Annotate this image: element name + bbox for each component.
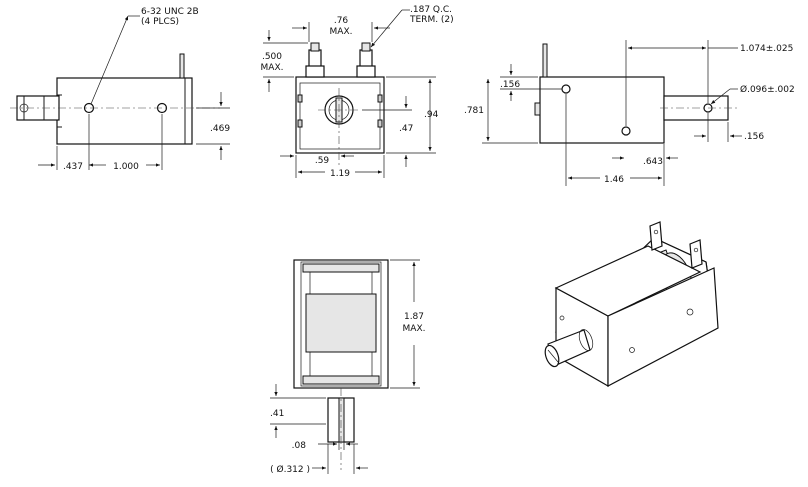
end-note-terminal-count: TERM. (2) (409, 15, 454, 25)
end-note-terminal: .187 Q.C. (410, 5, 452, 15)
side-dim-height: .781 (464, 106, 484, 116)
front-note-places: (4 PLCS) (141, 17, 179, 27)
side-frame (539, 76, 665, 144)
side-hole-bottom (621, 126, 631, 136)
end-dim-center-height: .47 (399, 124, 413, 134)
top-dim-length: 1.87 (404, 312, 424, 322)
side-dim-hole-edge: .156 (744, 132, 764, 142)
iso-terminal-right (689, 239, 703, 269)
end-dim-total-height: .94 (424, 110, 439, 120)
front-frame (56, 77, 193, 145)
top-coil (305, 293, 377, 353)
side-dim-plunger-travel: 1.074±.025 (740, 44, 793, 54)
end-dim-terminal-height-max: MAX. (261, 63, 284, 73)
front-dim-height: .469 (210, 124, 230, 134)
front-view: 6-32 UNC 2B (4 PLCS) .469 .437 1.000 (10, 7, 230, 172)
end-view: .76 MAX. .187 Q.C. TERM. (2) .500 MAX. .… (261, 5, 454, 179)
end-dim-terminal-height: .500 (262, 52, 282, 62)
end-dim-center-x: .59 (315, 156, 330, 166)
end-dim-terminal-width-max: MAX. (330, 27, 353, 37)
front-note-thread: 6-32 UNC 2B (141, 7, 199, 17)
end-dim-width: 1.19 (330, 169, 350, 179)
top-dim-slot: .08 (292, 441, 307, 451)
front-dim-offset: .437 (63, 162, 83, 172)
end-dim-terminal-width: .76 (334, 16, 349, 26)
front-terminal (179, 53, 185, 79)
top-dim-length-max: MAX. (403, 324, 426, 334)
isometric-view (544, 221, 719, 388)
side-terminal (542, 43, 548, 78)
top-view: 1.87 MAX. .41 .08 ( Ø.312 ) (270, 259, 426, 475)
side-dim-hole-spacing: .643 (643, 157, 663, 167)
side-dim-hole-top: .156 (500, 80, 520, 90)
side-view: 1.074±.025 Ø.096±.002 .156 .156 .781 .64… (464, 40, 795, 186)
side-dim-length: 1.46 (604, 175, 624, 185)
front-dim-spacing: 1.000 (113, 162, 139, 172)
top-dim-plunger-ext: .41 (270, 409, 284, 419)
side-dim-hole-dia: Ø.096±.002 (740, 84, 795, 95)
top-dim-plunger-dia: ( Ø.312 ) (270, 464, 310, 475)
side-hole-top (561, 84, 571, 94)
iso-side-plate (607, 267, 719, 387)
iso-terminal-left (649, 221, 663, 251)
